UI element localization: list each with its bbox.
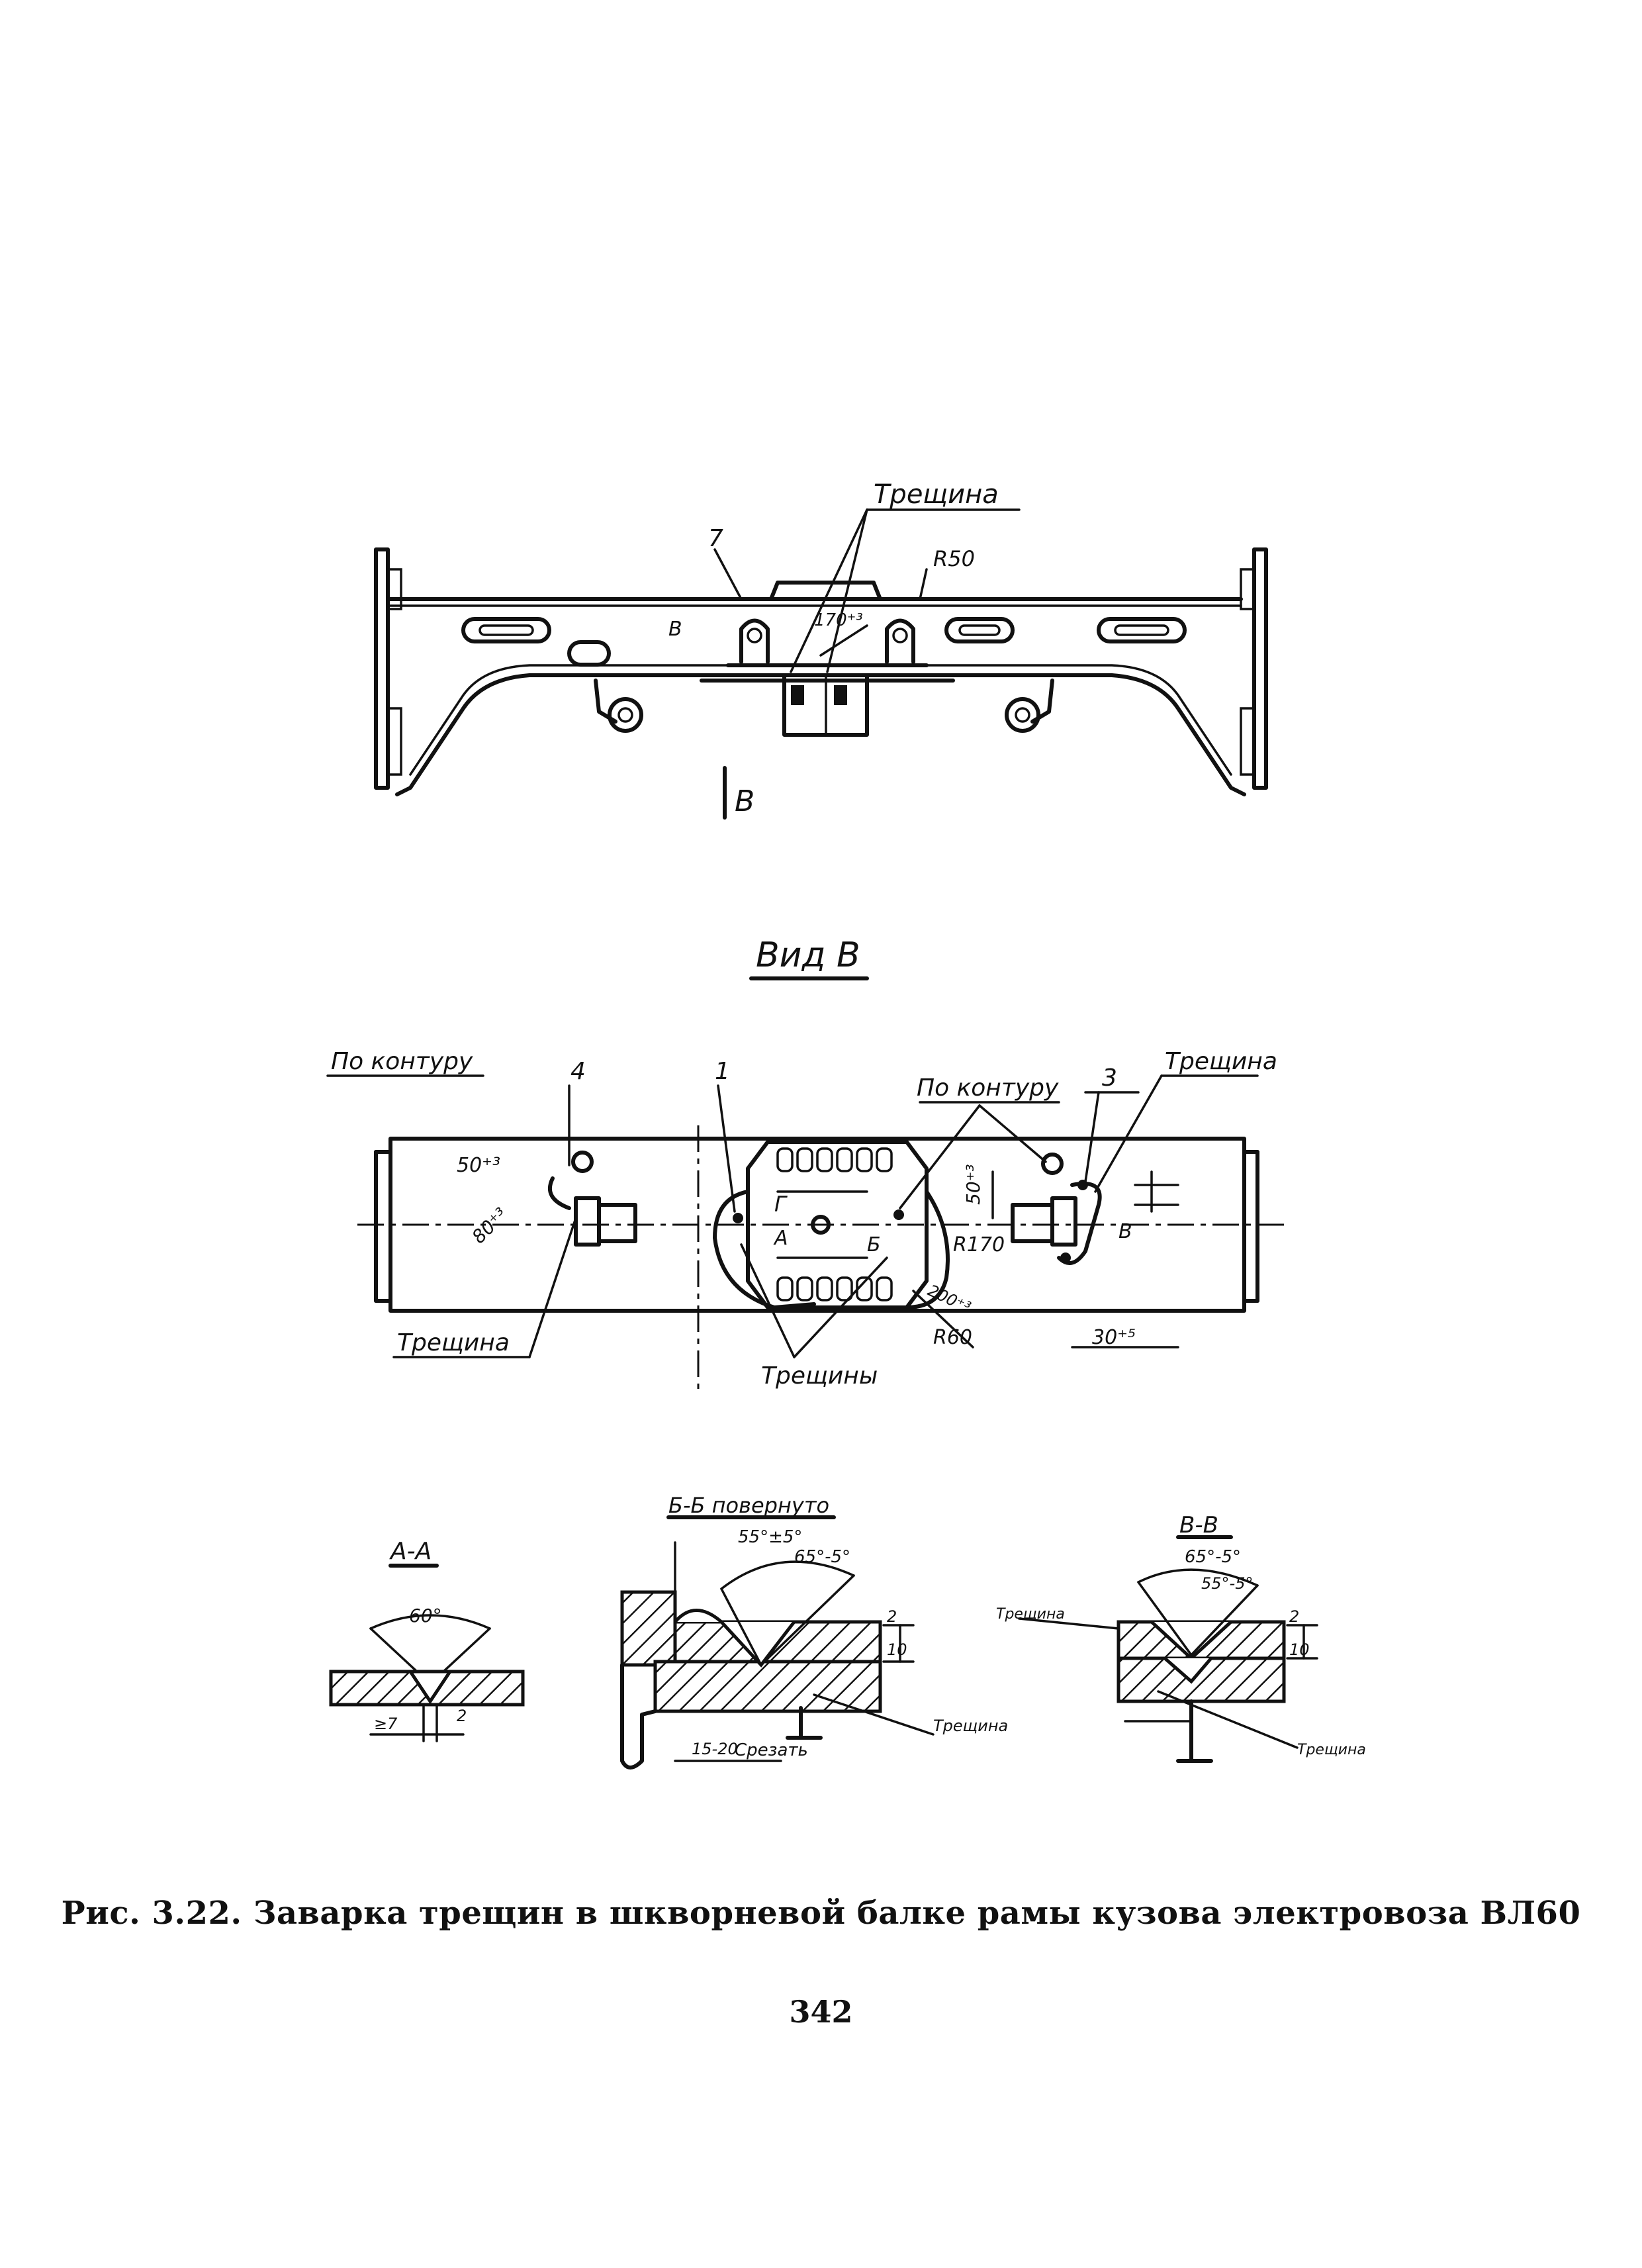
view-b-title: Вид В	[756, 935, 860, 975]
section-aa-gap: ≥7	[374, 1715, 398, 1733]
figure-caption: Рис. 3.22. Заварка трещин в шкворневой б…	[61, 1895, 1581, 1932]
top-view-beam	[374, 508, 1268, 820]
top-radius-label: R50	[933, 546, 975, 571]
top-part-7: 7	[708, 525, 723, 552]
section-vv-d1: 2	[1289, 1607, 1299, 1626]
section-aa-drawing	[329, 1564, 525, 1742]
section-aa-title: А-А	[389, 1538, 432, 1565]
section-bb-crack: Трещина	[933, 1717, 1008, 1735]
top-crack-label: Трещина	[874, 479, 999, 510]
section-vv-crack-right: Трещина	[1297, 1742, 1366, 1758]
section-bb-dim-15-20: 15-20	[692, 1740, 738, 1758]
section-aa-angle: 60°	[409, 1605, 442, 1627]
section-bb-drawing	[620, 1515, 935, 1770]
section-aa-thick: 2	[457, 1707, 467, 1725]
view-b-contour-right: По контуру	[917, 1074, 1059, 1102]
view-b-part-4: 4	[570, 1058, 586, 1085]
section-bb-note: Срезать	[735, 1740, 808, 1760]
section-vv-drawing	[1018, 1535, 1318, 1763]
view-b-dim-50-right: 50⁺³	[962, 1164, 984, 1205]
section-bb-d2: 10	[887, 1640, 907, 1659]
section-vv-crack-left: Трещина	[996, 1606, 1065, 1623]
view-b-dim-30: 30⁺⁵	[1092, 1326, 1136, 1349]
top-dim-label: 170⁺³	[814, 610, 863, 630]
section-vv-angle: 65°-5°	[1185, 1547, 1241, 1567]
section-bb-angle2: 65°-5°	[794, 1547, 850, 1567]
section-bb-angle1: 55°±5°	[738, 1527, 802, 1547]
view-b-crack-top-right: Трещина	[1165, 1048, 1277, 1075]
view-b-part-1: 1	[715, 1058, 730, 1085]
view-b-dim-50-left: 50⁺³	[457, 1154, 500, 1177]
page-number: 342	[789, 1994, 853, 2030]
section-vv-angle2: 55°-5°	[1201, 1574, 1253, 1593]
view-b-part-3: 3	[1102, 1064, 1117, 1092]
section-bb-title: Б-Б повернуто	[668, 1493, 829, 1518]
view-b-b-label: Б	[867, 1233, 881, 1256]
view-b-a-label: А	[773, 1227, 788, 1250]
view-b-beam	[326, 1074, 1284, 1390]
view-b-r60: R60	[933, 1326, 972, 1349]
view-b-r170: R170	[953, 1233, 1005, 1256]
section-vv-title: В-В	[1179, 1512, 1218, 1538]
view-b-crack-bottom-left: Трещина	[397, 1329, 510, 1356]
view-b-contour-left: По контуру	[331, 1048, 473, 1075]
view-b-v-label: В	[1118, 1220, 1132, 1243]
view-b-g-label: Г	[774, 1192, 788, 1217]
section-bb-d1: 2	[887, 1607, 897, 1626]
top-view-arrow-label: B	[735, 784, 754, 818]
view-b-cracks-label: Трещины	[761, 1362, 878, 1390]
section-vv-d2: 10	[1289, 1640, 1310, 1659]
top-section-mark: B	[668, 618, 682, 641]
